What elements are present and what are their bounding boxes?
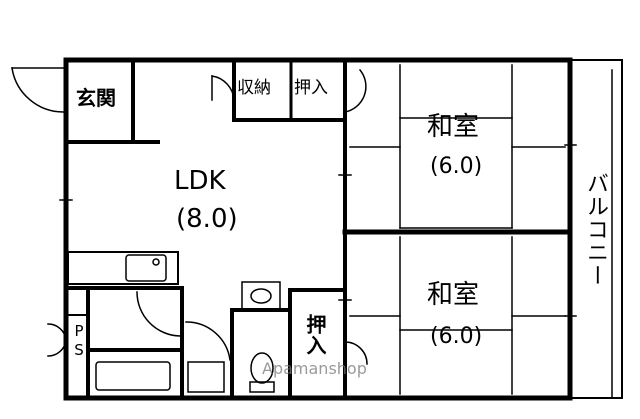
room-label-closet-top: 押入 [294, 78, 328, 98]
toilet [250, 352, 274, 384]
washing-machine-pan [187, 361, 225, 393]
room-label-balcony: バルコニー [583, 172, 608, 287]
room-label-washitsu-bottom: 和室 [427, 280, 480, 310]
bathtub [95, 361, 171, 391]
room-size-washitsu-top: (6.0) [430, 154, 483, 179]
room-label-washitsu-top: 和室 [427, 112, 480, 142]
room-label-ldk: LDK [174, 166, 226, 196]
room-label-entrance: 玄関 [76, 86, 116, 110]
room-label-ps: PS [70, 322, 88, 360]
room-label-closet-bottom: 押入 [303, 314, 327, 356]
room-label-storage: 収納 [237, 78, 271, 98]
entrance-door-swing [11, 67, 65, 113]
kitchen-counter [67, 251, 179, 285]
watermark: Apamanshop [262, 359, 367, 378]
room-size-washitsu-bottom: (6.0) [430, 324, 483, 349]
wash-basin [241, 281, 281, 311]
balcony-outline [569, 59, 623, 399]
room-size-ldk: (8.0) [176, 204, 238, 234]
